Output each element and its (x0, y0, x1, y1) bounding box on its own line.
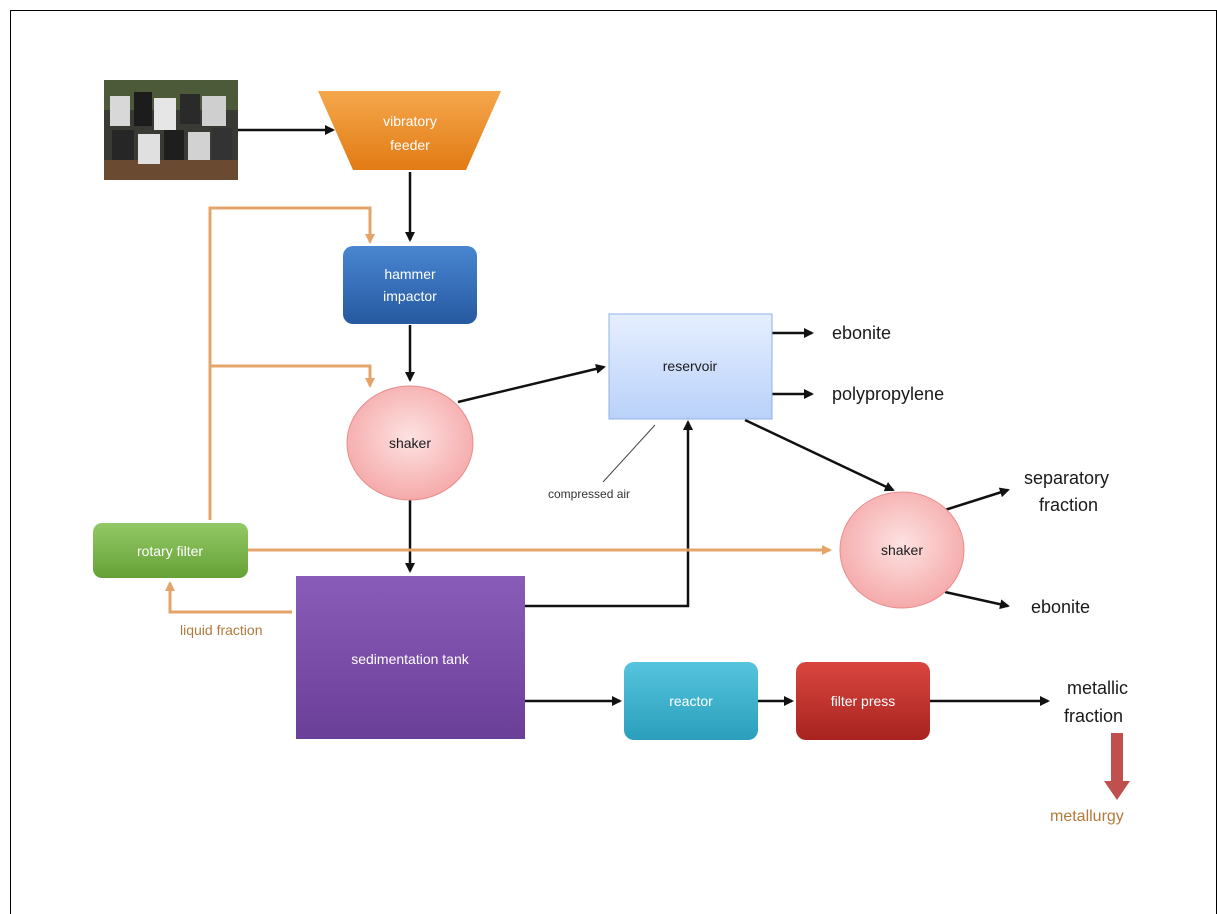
reactor: reactor (624, 662, 758, 740)
rotary-filter-label: rotary filter (137, 543, 203, 559)
hammer-impactor-label-1: hammer (384, 266, 436, 282)
arrow-shaker-to-reservoir (457, 364, 606, 404)
output-separatory-fraction-2: fraction (1039, 495, 1098, 515)
output-metallic-fraction-2: fraction (1064, 706, 1123, 726)
liquid-fraction-label: liquid fraction (180, 622, 263, 638)
main-flow-arrows (238, 125, 1050, 706)
recycle-to-shaker (210, 364, 375, 388)
recycle-lines (165, 206, 832, 614)
shaker-1-label: shaker (389, 435, 431, 451)
arrow-to-separatory-fraction (944, 487, 1010, 512)
reactor-label: reactor (669, 693, 713, 709)
shaker-1: shaker (346, 385, 474, 501)
sedimentation-tank: sedimentation tank (296, 576, 525, 739)
filter-press: filter press (796, 662, 930, 740)
hammer-impactor: hammer impactor (343, 246, 477, 324)
vibratory-feeder-label-2: feeder (390, 137, 430, 153)
reservoir-label: reservoir (663, 358, 718, 374)
reservoir: reservoir (608, 313, 773, 420)
rotary-filter: rotary filter (93, 523, 248, 578)
arrow-to-ebonite-2 (944, 590, 1010, 610)
output-ebonite-1: ebonite (832, 323, 891, 343)
metallurgy-arrow (1104, 733, 1130, 800)
hammer-impactor-label-2: impactor (383, 288, 437, 304)
compressed-air-label: compressed air (548, 487, 630, 501)
shaker-2: shaker (839, 491, 965, 609)
output-metallurgy: metallurgy (1050, 808, 1124, 825)
sedimentation-tank-label: sedimentation tank (351, 651, 470, 667)
filter-press-label: filter press (831, 693, 896, 709)
output-metallic-fraction-1: metallic (1067, 678, 1128, 698)
scrap-batteries-photo (104, 80, 238, 180)
vibratory-feeder: vibratory feeder (318, 91, 501, 170)
recycle-to-impactor (208, 206, 375, 520)
arrow-sedimentation-to-reservoir (525, 420, 693, 608)
output-separatory-fraction-1: separatory (1024, 468, 1109, 488)
arrow-reservoir-to-shaker-2 (744, 418, 895, 492)
shaker-2-label: shaker (881, 542, 923, 558)
compressed-air-pointer (602, 424, 656, 483)
vibratory-feeder-label-1: vibratory (383, 113, 437, 129)
output-ebonite-2: ebonite (1031, 597, 1090, 617)
liquid-fraction-line (165, 581, 292, 614)
output-polypropylene: polypropylene (832, 384, 944, 404)
